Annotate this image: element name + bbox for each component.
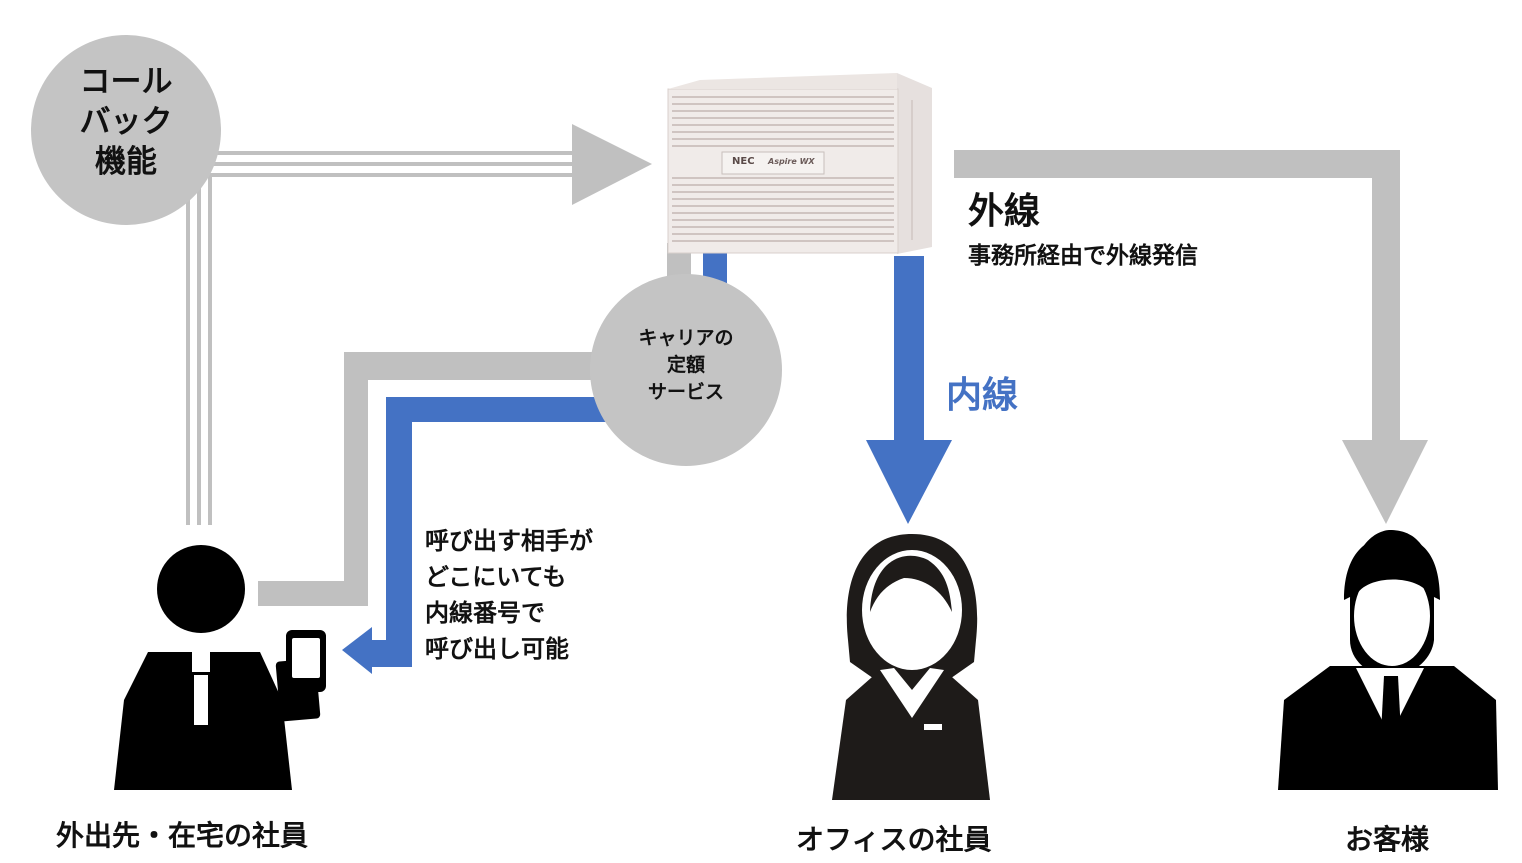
pbx-device bbox=[667, 73, 932, 254]
customer-caption: お客様 bbox=[1345, 823, 1430, 856]
carrier-label: キャリアの 定額 サービス bbox=[638, 327, 734, 403]
external-line-title: 外線 bbox=[968, 191, 1041, 232]
callback-label: コール バック 機能 bbox=[79, 64, 173, 180]
office-employee-icon bbox=[832, 534, 990, 800]
gray-arrowhead-customer bbox=[1342, 440, 1428, 524]
carrier-circle bbox=[590, 274, 782, 466]
callback-circle bbox=[31, 35, 221, 225]
remote-employee-caption: 外出先・在宅の社員 bbox=[56, 819, 309, 852]
external-line-subtitle: 事務所経由で外線発信 bbox=[968, 243, 1198, 269]
device-model: Aspire WX bbox=[768, 157, 815, 166]
blue-path-internal bbox=[894, 256, 924, 442]
remote-call-note: 呼び出す相手が どこにいても 内線番号で 呼び出し可能 bbox=[425, 527, 593, 663]
remote-employee-icon bbox=[114, 545, 326, 790]
gray-path-remote-carrier bbox=[258, 352, 620, 606]
device-brand: NEC bbox=[732, 156, 755, 167]
internal-line-title: 内線 bbox=[946, 375, 1019, 416]
blue-arrowhead-remote bbox=[342, 627, 372, 674]
office-employee-caption: オフィスの社員 bbox=[796, 823, 992, 856]
blue-arrow-tail-remote bbox=[370, 640, 412, 667]
blue-arrowhead-office bbox=[866, 440, 952, 524]
callback-arrowhead bbox=[572, 124, 652, 205]
customer-icon bbox=[1278, 530, 1498, 790]
callback-connector bbox=[186, 151, 580, 525]
